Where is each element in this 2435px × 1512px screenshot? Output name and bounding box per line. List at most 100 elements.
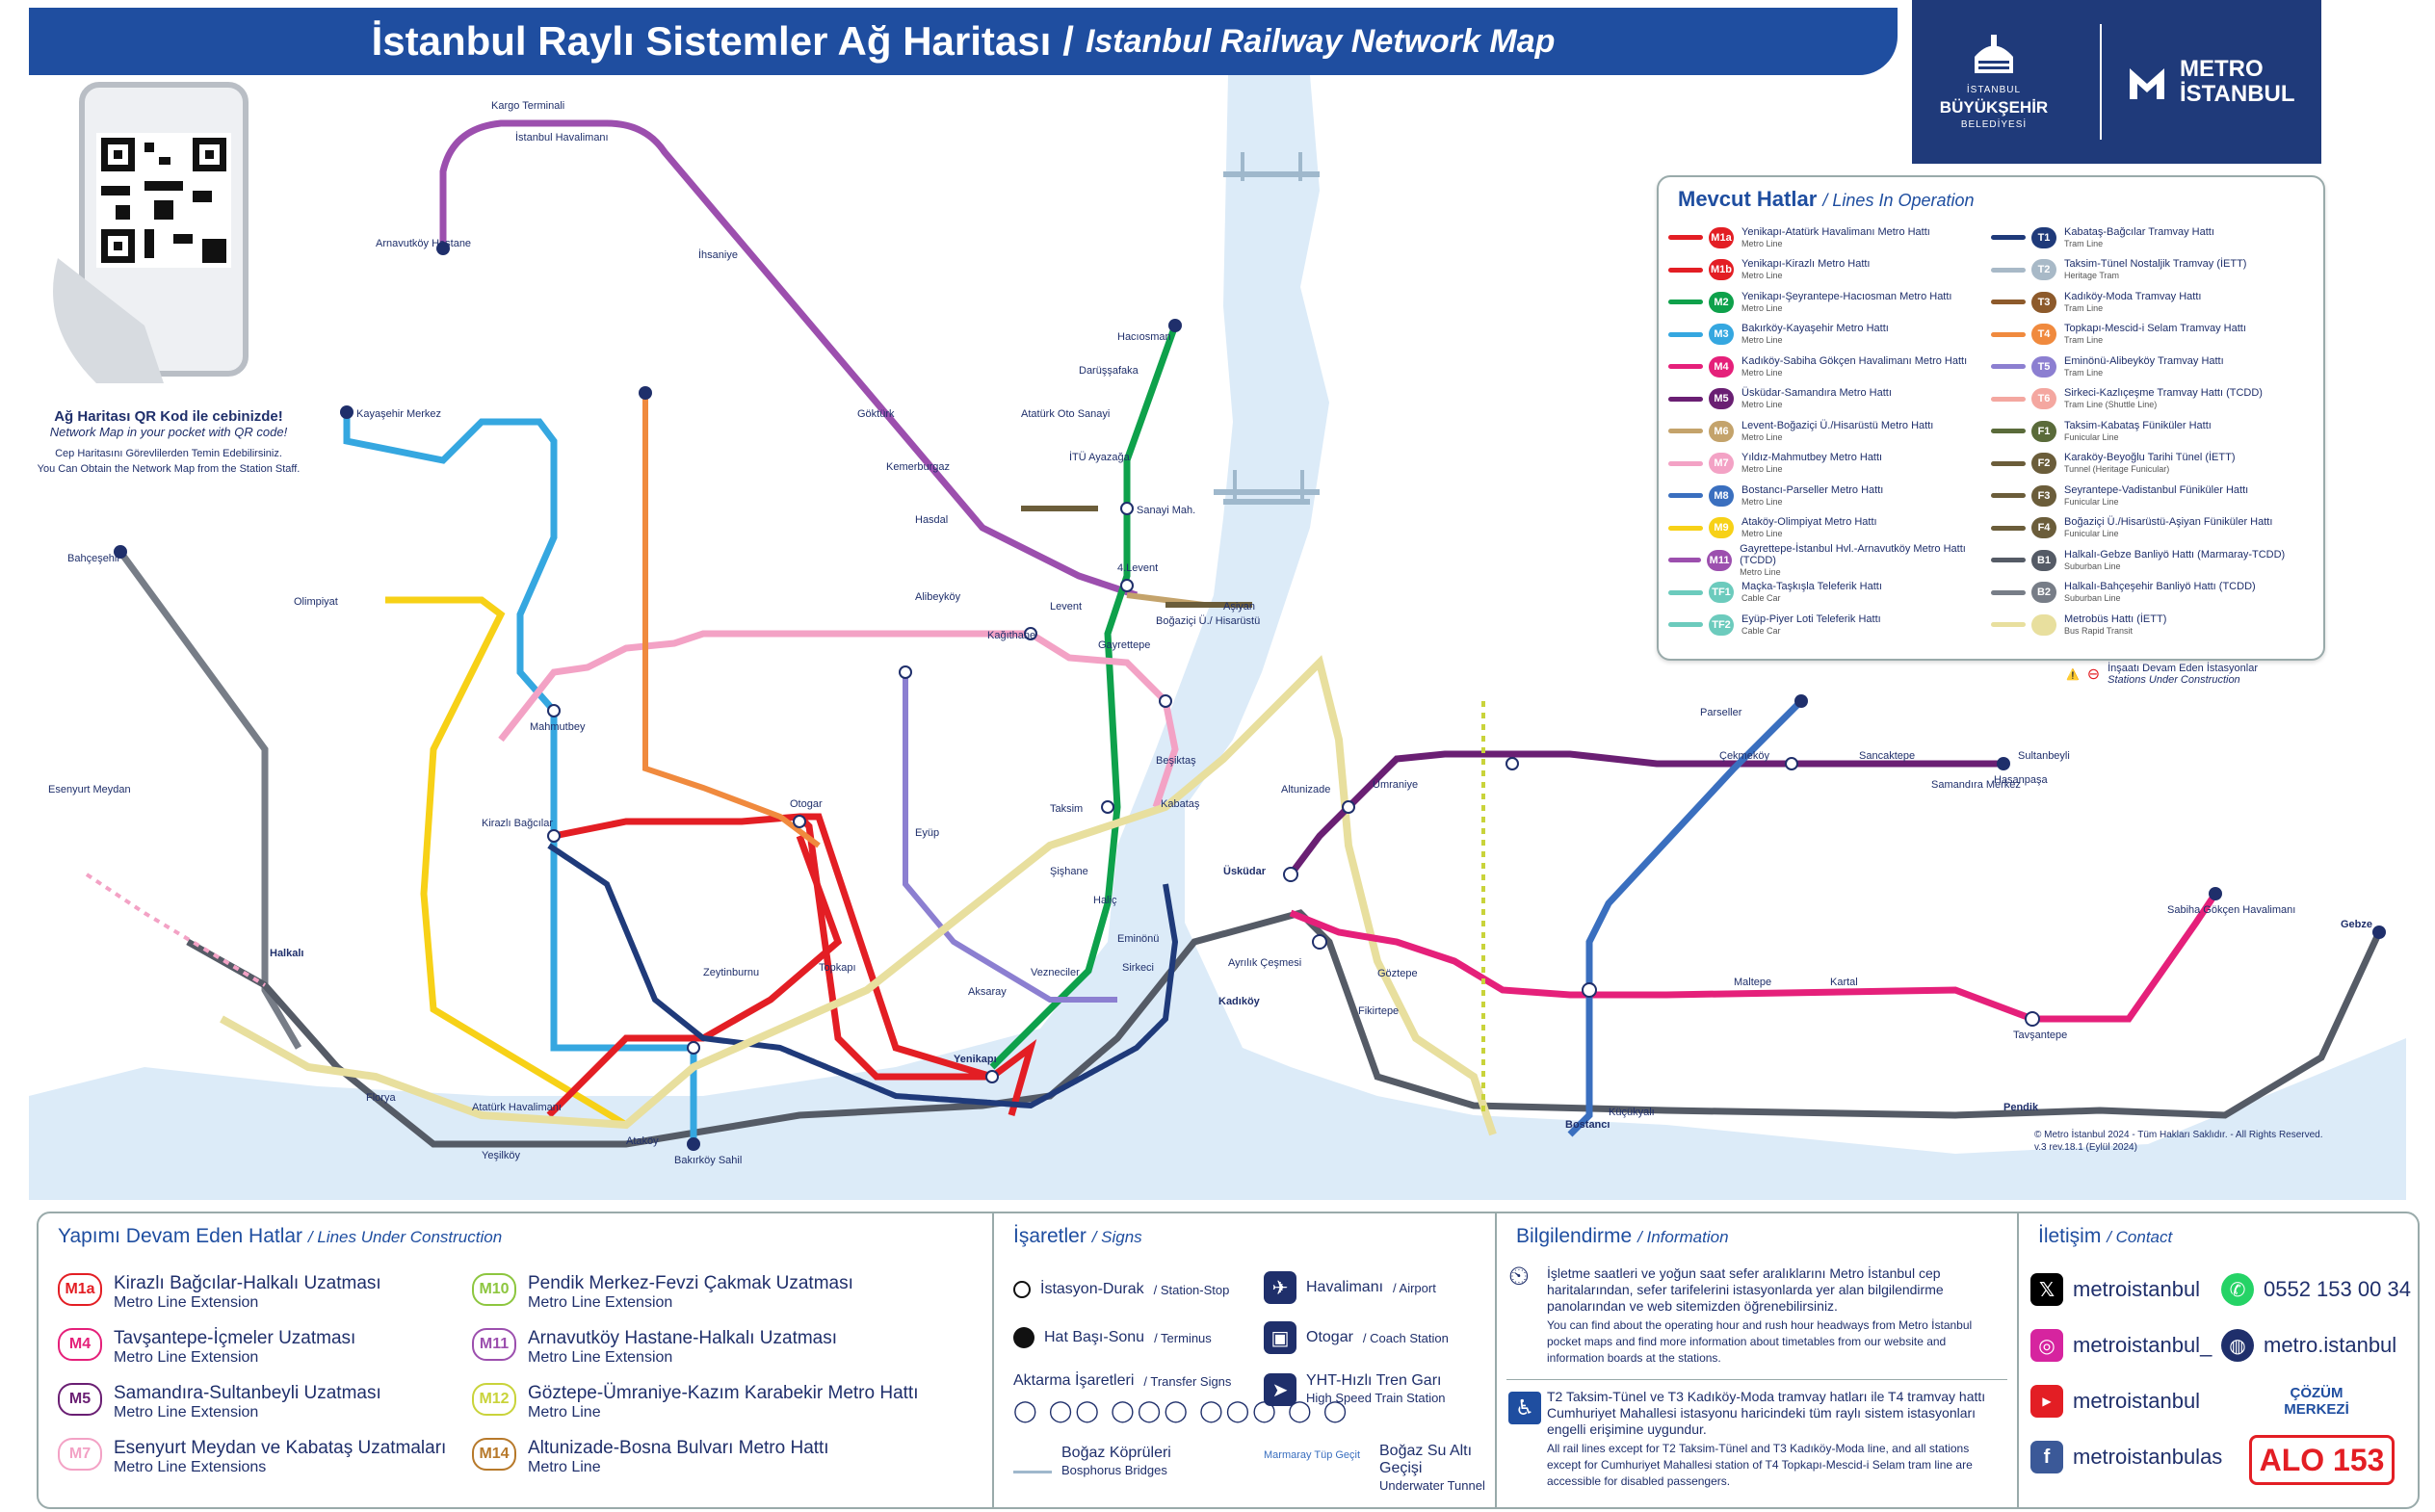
bridge-icon (1223, 499, 1310, 505)
line-type: Metro Line (1741, 335, 1783, 346)
line-badge (2031, 613, 2056, 636)
signs-title: İşaretler / Signs (1013, 1225, 1142, 1247)
label-kagithane: Kağıthane (987, 630, 1035, 641)
label-ataturk-air: Atatürk Havalimanı (472, 1102, 562, 1113)
station-dot (1342, 800, 1355, 814)
line-name: Kadıköy-Moda Tramvay Hattı (2064, 290, 2202, 302)
line-type: Tunnel (Heritage Funicular) (2064, 464, 2170, 475)
label-kabatas: Kabataş (1161, 798, 1200, 810)
label-pendik: Pendik (2003, 1102, 2039, 1113)
qr-code-icon (101, 138, 226, 263)
label-esenyurt: Esenyurt Meydan (48, 784, 131, 795)
line-name: Metrobüs Hattı (İETT) (2064, 613, 2167, 625)
youtube-icon: ▶ (2030, 1385, 2063, 1418)
contact-youtube[interactable]: ▶metroistanbul (2030, 1385, 2200, 1418)
label-maltepe: Maltepe (1734, 977, 1771, 988)
label-itu: İTÜ Ayazağa (1069, 451, 1131, 463)
qr-phone-graphic (29, 75, 308, 499)
line-swatch (1991, 493, 2026, 499)
line-badge: F1 (2031, 420, 2056, 442)
line-badge: M1a (1709, 226, 1734, 248)
station-dot (985, 1070, 999, 1083)
info-divider (1506, 1379, 2007, 1380)
line-swatch (1668, 364, 1703, 370)
construction-line-name: Tavşantepe-İçmeler Uzatması (114, 1328, 356, 1348)
alo-153-badge[interactable]: ALO 153 (2249, 1435, 2395, 1485)
phone-icon (53, 82, 249, 383)
line-swatch (1991, 300, 2026, 305)
line-badge: M6 (1709, 420, 1734, 442)
station-dot (1120, 502, 1134, 515)
line-t5 (903, 672, 1117, 1003)
label-fikirtepe: Fikirtepe (1358, 1005, 1399, 1017)
line-type: Metro Line (1741, 431, 1783, 442)
label-zeytinburnu: Zeytinburnu (703, 967, 759, 978)
terminus-dot (1168, 319, 1182, 332)
terminus-dot (114, 545, 127, 559)
line-name: Gayrettepe-İstanbul Hvl.-Arnavutköy Metr… (1740, 542, 1966, 566)
line-name: Halkalı-Gebze Banliyö Hattı (Marmaray-TC… (2064, 548, 2286, 560)
label-taksim: Taksim (1050, 803, 1083, 815)
station-dot (1159, 694, 1172, 708)
line-name: Halkalı-Bahçeşehir Banliyö Hattı (TCDD) (2064, 581, 2256, 593)
terminus-dot (436, 242, 450, 255)
line-badge: T5 (2031, 355, 2056, 378)
contact-whatsapp[interactable]: ✆0552 153 00 34 (2221, 1273, 2411, 1306)
contact-title: İletişim / Contact (2038, 1225, 2173, 1247)
contact-instagram[interactable]: ◎metroistanbul_ (2030, 1329, 2212, 1362)
line-name: Sirkeci-Kazlıçeşme Tramvay Hattı (TCDD) (2064, 387, 2263, 400)
line-b1 (186, 909, 2383, 1148)
label-sishane: Şişhane (1050, 866, 1088, 877)
line-swatch (1668, 558, 1702, 563)
map-title-bar: İstanbul Raylı Sistemler Ağ Haritası / I… (29, 8, 1898, 75)
ibb-line3: BELEDİYESİ (1960, 119, 2028, 130)
line-name: Eyüp-Piyer Loti Teleferik Hattı (1741, 613, 1881, 625)
label-hacıosman: Hacıosman (1117, 331, 1171, 343)
construction-line-sub: Metro Line (528, 1459, 601, 1475)
label-arnavutkoy: Arnavutköy Hastane (376, 238, 471, 249)
construction-line-sub: Metro Line Extension (114, 1294, 259, 1311)
label-topkapi: Topkapı (819, 962, 856, 974)
label-kadikoy: Kadıköy (1218, 996, 1261, 1007)
sign-airport: ✈Havalimanı/ Airport (1264, 1271, 1436, 1304)
line-name: Topkapı-Mescid-i Selam Tramvay Hattı (2064, 323, 2246, 335)
copyright: © Metro İstanbul 2024 - Tüm Hakları Sakl… (2034, 1130, 2323, 1153)
line-name: Taksim-Tünel Nostaljik Tramvay (İETT) (2064, 258, 2247, 271)
line-type: Tram Line (2064, 335, 2104, 346)
line-badge: M7 (1709, 453, 1734, 475)
line-metrobus (220, 655, 1497, 1136)
line-badge: M7 (58, 1438, 102, 1471)
line-swatch (1991, 460, 2026, 466)
divider (2017, 1213, 2019, 1507)
logo-panel: İSTANBUL BÜYÜKŞEHİR BELEDİYESİ METRO İST… (1912, 0, 2321, 164)
accessibility-icon: ♿ (1508, 1392, 1541, 1424)
line-swatch (1991, 267, 2026, 273)
contact-web[interactable]: ◍metro.istanbul (2221, 1329, 2396, 1362)
label-yesilkoy: Yeşilköy (482, 1150, 520, 1161)
line-badge: T3 (2031, 291, 2056, 313)
line-name: Yenikapı-Kirazlı Metro Hattı (1741, 258, 1871, 271)
line-t1 (547, 843, 1179, 1109)
line-m8 (1567, 698, 1804, 1137)
terminus-dot (2209, 887, 2222, 900)
ibb-line2: BÜYÜKŞEHİR (1939, 98, 2049, 117)
line-type: Metro Line (1741, 529, 1783, 539)
info-paragraph-1-en: You can find about the operating hour an… (1547, 1318, 1973, 1365)
construction-line-name: Arnavutköy Hastane-Halkalı Uzatması (528, 1328, 838, 1348)
label-gebze: Gebze (2341, 919, 2372, 930)
line-type: Funicular Line (2064, 529, 2119, 539)
line-name: Bakırköy-Kayaşehir Metro Hattı (1741, 323, 1889, 335)
